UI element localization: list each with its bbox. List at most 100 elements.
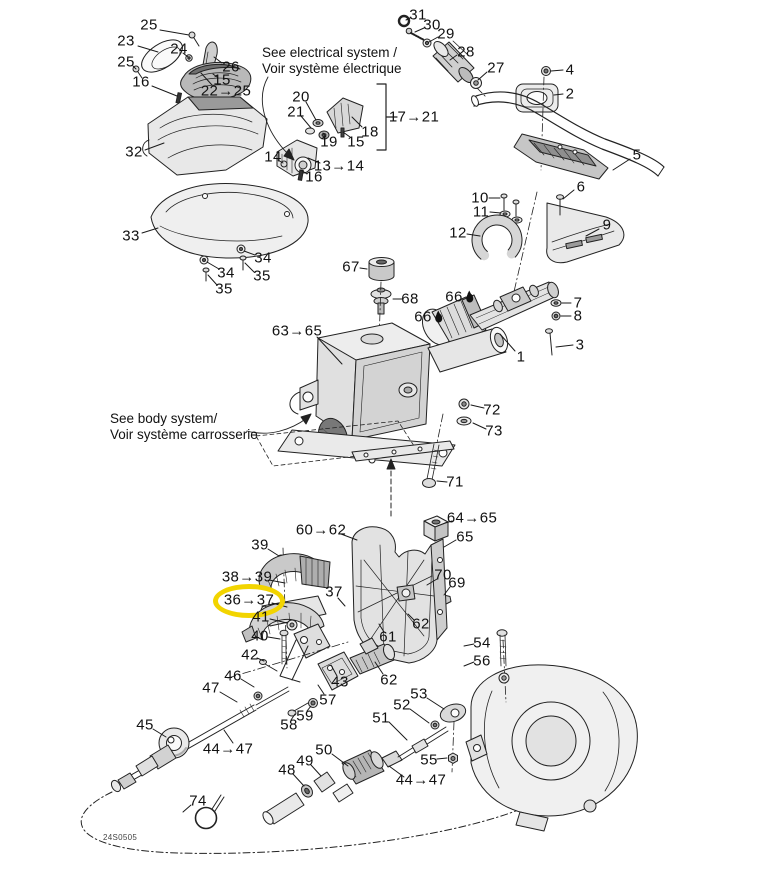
callout-9[interactable]: 9	[603, 217, 612, 234]
callout-8[interactable]: 8	[574, 308, 583, 325]
callout-label: 2	[565, 85, 575, 103]
callout-11[interactable]: 11	[473, 204, 489, 221]
callout-54[interactable]: 54	[473, 635, 491, 652]
callout-16[interactable]: 16	[132, 74, 150, 91]
callout-label: 64→65	[446, 509, 498, 527]
callout-36-37[interactable]: 36→37	[224, 592, 274, 609]
callout-41[interactable]: 41	[252, 609, 270, 626]
callout-30[interactable]: 30	[423, 17, 441, 34]
callout-28[interactable]: 28	[457, 44, 475, 61]
callout-55[interactable]: 55	[420, 752, 438, 769]
callout-42[interactable]: 42	[241, 647, 259, 664]
callout-62[interactable]: 62	[412, 616, 430, 633]
callout-23[interactable]: 23	[117, 33, 135, 50]
callout-69[interactable]: 69	[448, 575, 466, 592]
callout-49[interactable]: 49	[296, 753, 314, 770]
callout-58[interactable]: 58	[280, 717, 298, 734]
callout-57[interactable]: 57	[319, 692, 337, 709]
callout-73[interactable]: 73	[485, 423, 503, 440]
callout-47[interactable]: 47	[202, 680, 220, 697]
callout-56[interactable]: 56	[473, 653, 491, 670]
callout-label: 10	[471, 189, 489, 207]
drawing-cable-right	[262, 703, 467, 825]
callout-21[interactable]: 21	[287, 104, 305, 121]
callout-68[interactable]: 68	[401, 291, 419, 308]
callout-1[interactable]: 1	[517, 349, 526, 366]
callout-25[interactable]: 25	[140, 17, 158, 34]
callout-12[interactable]: 12	[449, 225, 467, 242]
callout-27[interactable]: 27	[487, 60, 505, 77]
callout-35[interactable]: 35	[253, 268, 271, 285]
callout-29[interactable]: 29	[437, 26, 455, 43]
drawing-steering-stem	[421, 281, 559, 347]
callout-22-25[interactable]: 22→25	[201, 83, 251, 100]
callout-18[interactable]: 18	[361, 124, 379, 141]
callout-71[interactable]: 71	[446, 474, 464, 491]
callout-2[interactable]: 2	[566, 86, 575, 103]
callout-15[interactable]: 15	[213, 72, 231, 89]
electrical-note-line2: Voir système électrique	[262, 60, 402, 76]
callout-50[interactable]: 50	[315, 742, 333, 759]
callout-19[interactable]: 19	[320, 134, 338, 151]
callout-34[interactable]: 34	[254, 250, 272, 267]
annotation-arrows	[246, 76, 312, 434]
callout-14[interactable]: 14	[264, 149, 282, 166]
callout-38-39[interactable]: 38→39	[222, 569, 272, 586]
callout-26[interactable]: 26	[222, 59, 240, 76]
callout-17-21[interactable]: 17→21	[389, 109, 439, 126]
callout-6[interactable]: 6	[577, 179, 586, 196]
callout-44-47[interactable]: 44→47	[203, 741, 253, 758]
callout-72[interactable]: 72	[483, 402, 501, 419]
callout-63-65[interactable]: 63→65	[272, 323, 322, 340]
callout-15[interactable]: 15	[347, 134, 365, 151]
callout-4[interactable]: 4	[566, 62, 575, 79]
callout-44-47[interactable]: 44→47	[396, 772, 446, 789]
callout-label: 40	[251, 627, 269, 645]
callout-59[interactable]: 59	[296, 708, 314, 725]
callout-20[interactable]: 20	[292, 89, 310, 106]
callout-5[interactable]: 5	[633, 147, 642, 164]
callout-64-65[interactable]: 64→65	[447, 510, 497, 527]
callout-46[interactable]: 46	[224, 668, 242, 685]
callout-40[interactable]: 40	[251, 628, 269, 645]
callout-10[interactable]: 10	[471, 190, 489, 207]
callout-25[interactable]: 25	[117, 54, 135, 71]
callout-16[interactable]: 16	[305, 169, 323, 186]
callout-65[interactable]: 65	[456, 529, 474, 546]
callout-39[interactable]: 39	[251, 537, 269, 554]
callout-53[interactable]: 53	[410, 686, 428, 703]
lubricant-droplet-icon	[434, 310, 442, 323]
callout-60-62[interactable]: 60→62	[296, 522, 346, 539]
callout-52[interactable]: 52	[393, 697, 411, 714]
callout-35[interactable]: 35	[215, 281, 233, 298]
callout-37[interactable]: 37	[325, 584, 343, 601]
callout-33[interactable]: 33	[122, 228, 140, 245]
callout-48[interactable]: 48	[278, 762, 296, 779]
callout-label: 65	[456, 528, 474, 546]
callout-45[interactable]: 45	[136, 717, 154, 734]
callout-74[interactable]: 74	[189, 793, 207, 810]
callout-31[interactable]: 31	[409, 7, 427, 24]
callout-3[interactable]: 3	[576, 337, 585, 354]
callout-label: 73	[485, 422, 503, 440]
callout-label: 9	[602, 216, 612, 234]
callout-66[interactable]: 66	[445, 289, 473, 306]
callout-34[interactable]: 34	[217, 265, 235, 282]
callout-13-14[interactable]: 13→14	[314, 158, 364, 175]
callout-label: 41	[252, 608, 270, 626]
callout-24[interactable]: 24	[170, 41, 188, 58]
callout-62[interactable]: 62	[380, 672, 398, 689]
callout-61[interactable]: 61	[379, 629, 397, 646]
callout-70[interactable]: 70	[434, 567, 452, 584]
callout-label: 17→21	[388, 108, 440, 126]
callout-51[interactable]: 51	[372, 710, 390, 727]
drawing-support-housing	[448, 629, 638, 832]
callout-32[interactable]: 32	[125, 144, 143, 161]
callout-7[interactable]: 7	[574, 295, 583, 312]
callout-43[interactable]: 43	[331, 674, 349, 691]
callout-label: 1	[516, 348, 526, 366]
callout-label: 70	[434, 566, 452, 584]
callout-67[interactable]: 67	[342, 259, 360, 276]
drawing-cover-33	[150, 183, 309, 282]
callout-66[interactable]: 66	[414, 309, 442, 326]
